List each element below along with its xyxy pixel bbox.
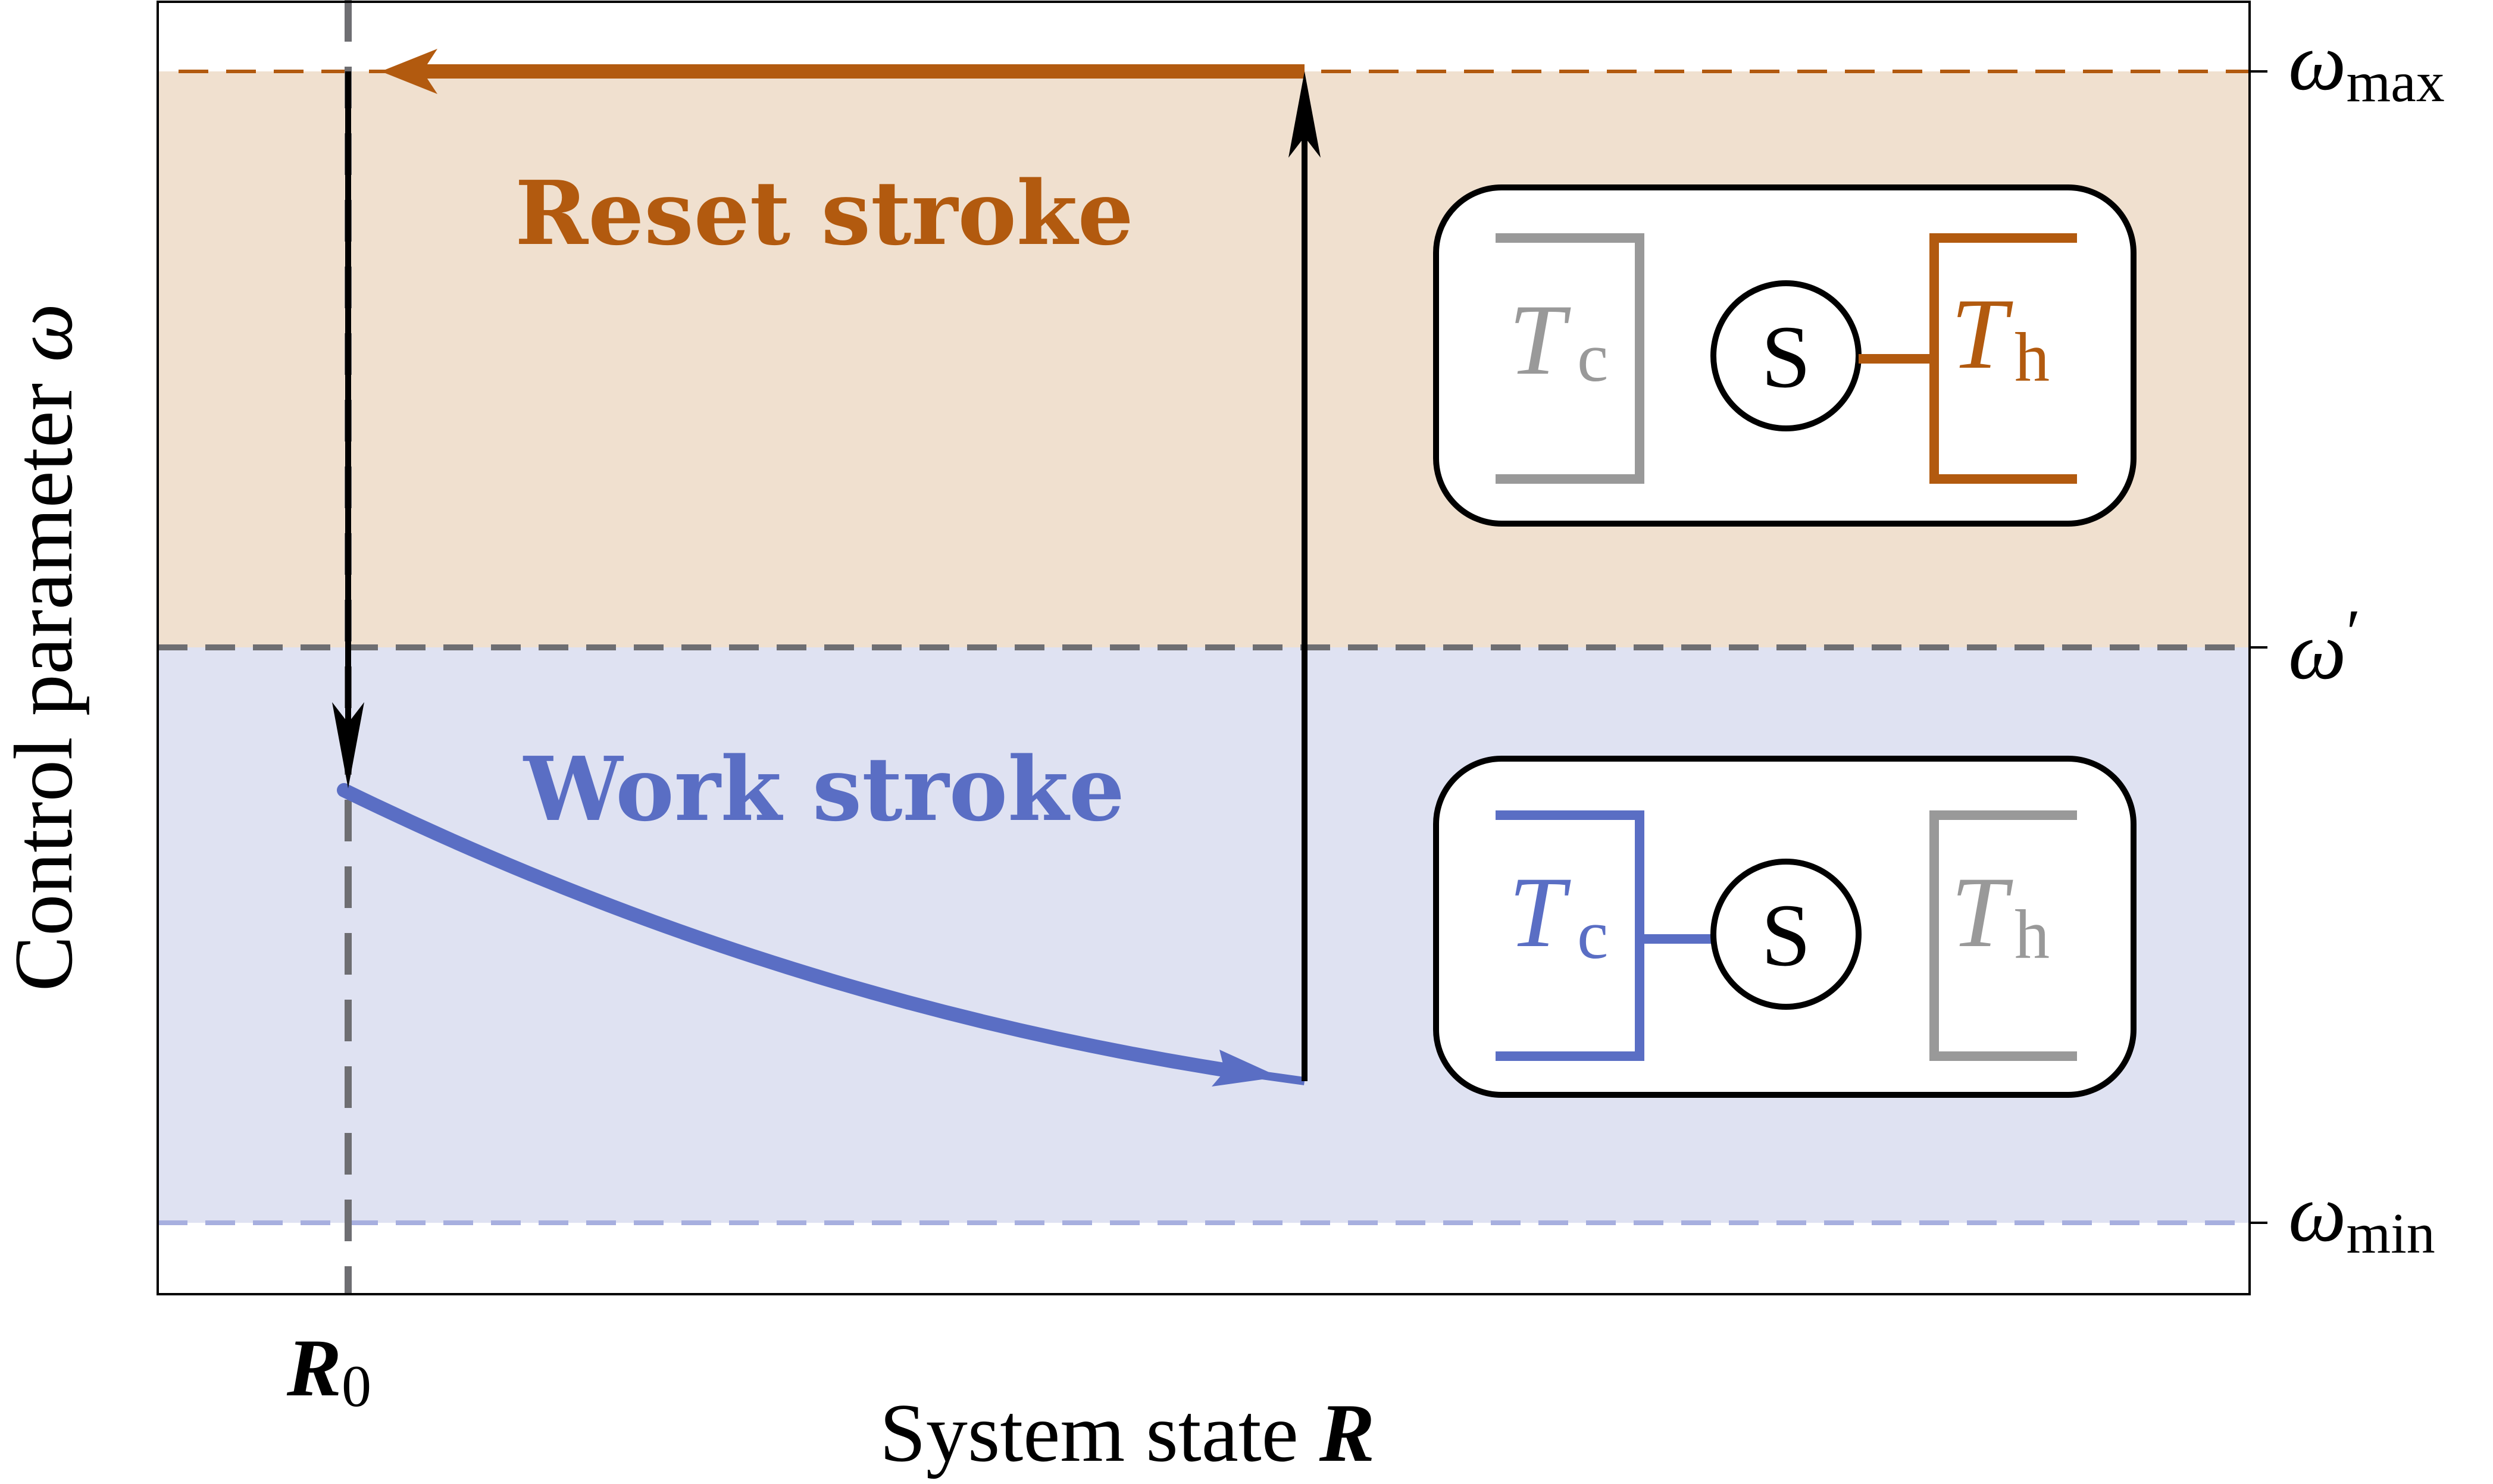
omega-max-label: ωmax — [2288, 16, 2445, 114]
reset-hot-bath-bracket — [1929, 233, 2077, 484]
r0-tick-label: R0 — [286, 1322, 371, 1419]
work-stroke-tip — [1231, 1067, 1305, 1085]
work-hot-bath-label: T — [1951, 856, 2013, 968]
work-cold-bath-sub: c — [1577, 896, 1608, 973]
reset-cold-bath-label: T — [1509, 284, 1571, 396]
up-arrow-head — [1288, 71, 1321, 158]
x-axis-label: System state R — [880, 1387, 1375, 1479]
reset-cold-bath-sub: c — [1577, 318, 1608, 396]
work-system-circle — [1710, 859, 1862, 1010]
work-stroke-curve — [337, 783, 1239, 1078]
reset-stroke-arrowhead — [381, 49, 437, 94]
work-system-label: S — [1761, 886, 1810, 985]
reset-system-label: S — [1761, 308, 1810, 406]
work-stroke-label: Work stroke — [523, 737, 1125, 841]
reset-coupling-box: T c S T h — [1433, 184, 2137, 527]
reset-hot-bath-sub: h — [2015, 318, 2050, 396]
omega-min-label: ωmin — [2288, 1167, 2435, 1265]
reset-hot-bath-label: T — [1951, 278, 2013, 390]
work-hot-bath-bracket — [1929, 810, 2077, 1061]
omega-prime-label: ω′ — [2288, 596, 2361, 696]
work-coupling-box: T c S T h — [1433, 756, 2137, 1098]
reset-cold-bath-bracket — [1496, 233, 1644, 484]
reset-stroke-label: Reset stroke — [515, 161, 1134, 265]
down-arrow-head — [332, 702, 364, 788]
work-cold-bath-label: T — [1509, 856, 1571, 968]
y-axis-label: Control parameter ω — [0, 303, 90, 991]
work-hot-bath-sub: h — [2015, 896, 2050, 973]
